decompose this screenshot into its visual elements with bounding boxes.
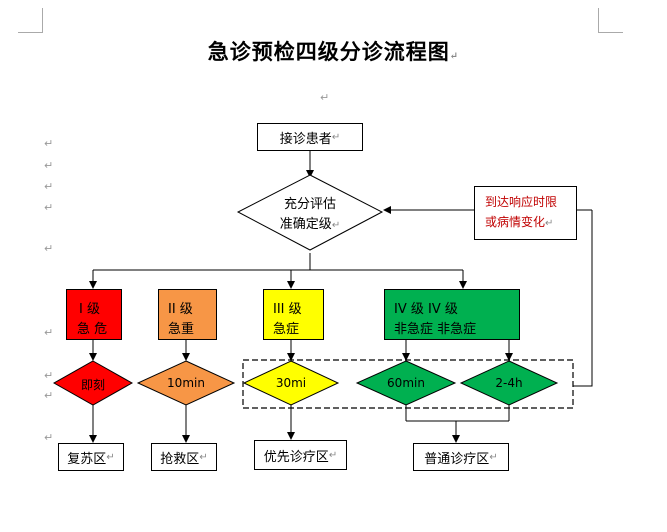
paragraph-mark: ↵ — [44, 137, 54, 150]
level-3-box: III 级 急症 — [263, 289, 324, 340]
level-4-box: IV 级 IV 级 非急症 非急症 — [384, 289, 520, 340]
time-diamond-3 — [242, 360, 340, 406]
paragraph-mark: ↵ — [320, 91, 330, 104]
crop-mark-top-right — [598, 8, 623, 33]
level-2-box: II 级 急重 — [158, 289, 217, 340]
start-box: 接诊患者↵ — [257, 123, 363, 151]
area-priority: 优先诊疗区↵ — [254, 440, 347, 470]
assess-label: 充分评估 准确定级↵ — [279, 197, 341, 232]
paragraph-mark: ↵ — [44, 180, 54, 193]
assess-diamond — [236, 174, 384, 251]
paragraph-mark: ↵ — [44, 242, 54, 255]
time-label-3: 30mi — [275, 376, 307, 390]
level-1-box: I 级 急 危 — [66, 289, 122, 340]
paragraph-mark: ↵ — [44, 431, 54, 444]
area-general: 普通诊疗区↵ — [413, 443, 509, 471]
paragraph-mark: ↵ — [44, 201, 54, 214]
time-label-5: 2-4h — [495, 376, 523, 390]
area-resuscitation: 复苏区↵ — [58, 443, 124, 471]
time-label-1: 即刻 — [80, 378, 105, 392]
time-diamond-5 — [459, 360, 559, 406]
area-rescue: 抢救区↵ — [151, 443, 217, 471]
time-diamond-4 — [355, 360, 457, 406]
page-title: 急诊预检四级分诊流程图↵ — [207, 39, 460, 64]
time-label-2: 10min — [167, 376, 205, 390]
time-diamond-1 — [52, 360, 134, 406]
paragraph-mark: ↵ — [44, 159, 54, 172]
feedback-line-2: 或病情变化 — [485, 215, 546, 229]
feedback-line — [573, 210, 593, 387]
paragraph-mark: ↵ — [44, 369, 54, 382]
paragraph-mark: ↵ — [44, 326, 54, 339]
start-label: 接诊患者 — [279, 131, 332, 147]
time-diamond-2 — [136, 360, 236, 406]
feedback-line-1: 到达响应时限 — [485, 195, 558, 209]
dashed-group — [242, 359, 574, 409]
crop-mark-top-left — [18, 8, 43, 33]
paragraph-mark: ↵ — [44, 389, 54, 402]
time-label-4: 60min — [387, 376, 425, 390]
feedback-box: 到达响应时限 或病情变化↵ — [474, 186, 577, 240]
